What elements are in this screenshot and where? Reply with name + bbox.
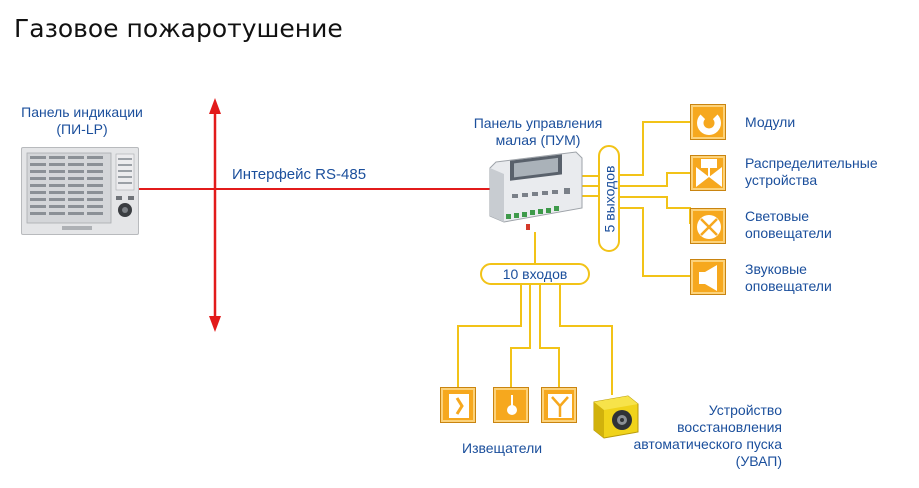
control-panel-label: Панель управления малая (ПУМ) — [456, 115, 620, 149]
distribution-label-line2: устройства — [745, 172, 818, 188]
valve-icon — [690, 155, 726, 191]
light-alarm-label: Световые оповещатели — [745, 208, 832, 242]
module-icon — [690, 104, 726, 140]
uvap-label: Устройство восстановления автоматическог… — [560, 402, 782, 470]
outputs-pill: 5 выходов — [598, 145, 620, 252]
indication-panel-face — [26, 152, 135, 230]
rs485-label: Интерфейс RS-485 — [232, 166, 367, 183]
page-title: Газовое пожаротушение — [14, 14, 343, 43]
outputs-label: 5 выходов — [601, 165, 618, 232]
inputs-label: 10 входов — [502, 266, 568, 282]
uvap-device-body — [593, 395, 639, 439]
control-panel-pum-body — [489, 151, 583, 230]
modules-label: Модули — [745, 114, 795, 131]
distribution-label-line1: Распределительные — [745, 155, 878, 171]
light-alarm-label-line1: Световые — [745, 208, 810, 224]
manual-call-point-icon — [440, 387, 476, 423]
distribution-label: Распределительные устройства — [745, 155, 878, 189]
sound-alarm-label: Звуковые оповещатели — [745, 261, 832, 295]
uvap-label-line3: автоматического пуска — [633, 436, 782, 452]
detectors-label: Извещатели — [462, 440, 543, 456]
light-alarm-label-line2: оповещатели — [745, 225, 832, 241]
uvap-label-line2: восстановления — [677, 419, 782, 435]
heat-detector-icon — [541, 387, 577, 423]
uvap-label-line1: Устройство — [708, 402, 782, 418]
sound-alarm-label-line2: оповещатели — [745, 278, 832, 294]
indication-panel-label-line1: Панель индикации — [21, 104, 143, 120]
uvap-device — [590, 394, 640, 440]
arrow-down-icon — [209, 316, 221, 332]
indication-panel-label-line2: (ПИ-LP) — [56, 121, 108, 137]
modules-label-line1: Модули — [745, 114, 796, 130]
inputs-pill: 10 входов — [480, 263, 590, 285]
arrow-up-icon — [209, 98, 221, 114]
control-panel-label-line1: Панель управления — [473, 115, 603, 131]
sound-alarm-label-line1: Звуковые — [745, 261, 807, 277]
sound-alarm-icon — [690, 259, 726, 295]
indication-panel — [21, 147, 139, 235]
light-alarm-icon — [690, 208, 726, 244]
control-panel-pum — [484, 150, 584, 232]
uvap-label-line4: (УВАП) — [735, 453, 782, 469]
indication-panel-label: Панель индикации (ПИ-LP) — [0, 104, 164, 138]
smoke-detector-icon — [493, 387, 529, 423]
control-panel-label-line2: малая (ПУМ) — [495, 132, 581, 148]
